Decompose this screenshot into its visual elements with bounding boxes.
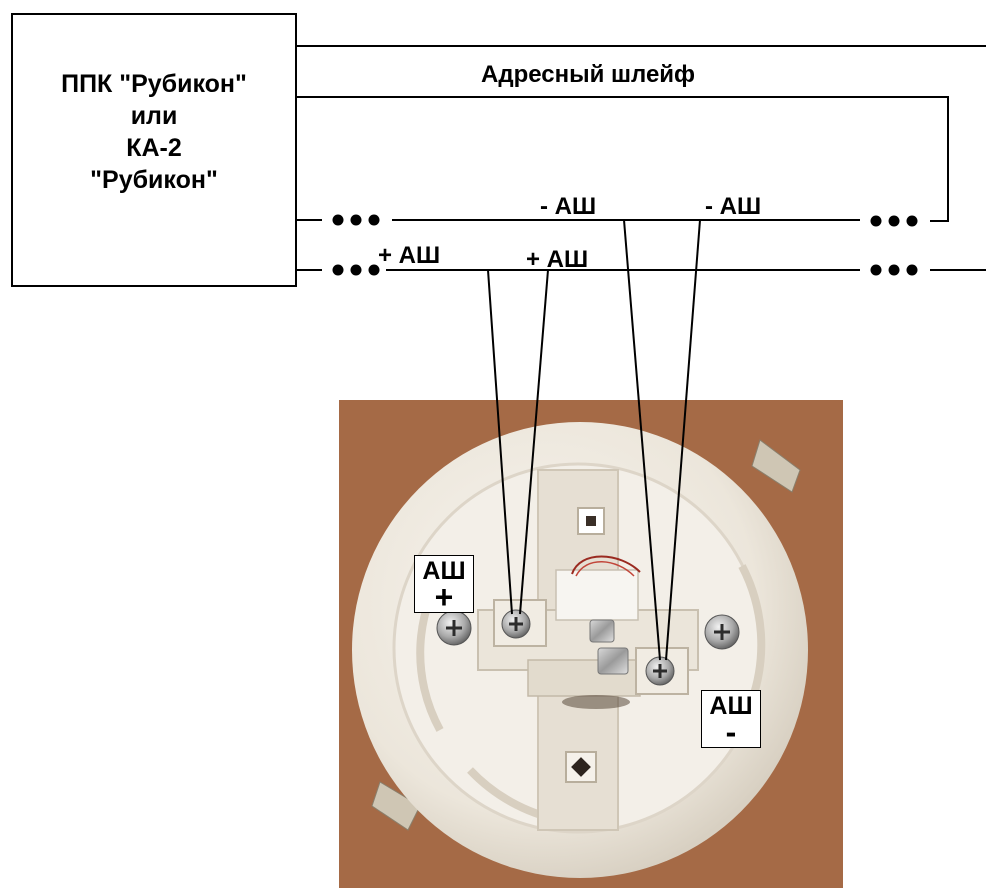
terminal-wires bbox=[386, 219, 701, 661]
terminal-tag-plus: АШ + bbox=[414, 555, 474, 613]
relay-component bbox=[555, 569, 639, 621]
wire-plus-1-to-terminal bbox=[386, 269, 513, 615]
dot bbox=[332, 214, 344, 226]
dot bbox=[368, 214, 380, 226]
device-box bbox=[11, 13, 297, 287]
center-shadow bbox=[562, 695, 630, 709]
terminal-tag-plus-sign: + bbox=[434, 579, 454, 615]
screw-icon bbox=[501, 609, 531, 639]
slot-bottom-hole bbox=[571, 757, 591, 777]
device-box-line: "Рубикон" bbox=[90, 166, 218, 194]
dot bbox=[888, 215, 900, 227]
dot bbox=[350, 214, 362, 226]
ridge bbox=[738, 564, 766, 702]
wire-plus-2-to-terminal bbox=[519, 269, 549, 615]
screw-icon bbox=[645, 656, 675, 686]
terminal-tag-minus-sign: - bbox=[725, 714, 737, 750]
continuation-dots bbox=[332, 214, 918, 276]
dot bbox=[870, 215, 882, 227]
screw-icon bbox=[704, 614, 740, 650]
contact-spring bbox=[589, 619, 615, 643]
device-box-label: ППК "Рубикон" или КА-2 "Рубикон" bbox=[12, 68, 296, 196]
screw-icon bbox=[436, 610, 472, 646]
dot bbox=[888, 264, 900, 276]
loop-label: Адресный шлейф bbox=[481, 61, 695, 88]
terminal-tag-plus-label: АШ bbox=[422, 557, 466, 585]
contact-spring bbox=[597, 647, 629, 675]
wire-label-minus-2: - АШ bbox=[705, 193, 761, 220]
dot bbox=[870, 264, 882, 276]
device-box-line: КА-2 bbox=[126, 134, 182, 162]
dot bbox=[906, 264, 918, 276]
slot-top-hole bbox=[586, 516, 596, 526]
terminal-tag-minus-label: АШ bbox=[709, 692, 753, 720]
dot bbox=[906, 215, 918, 227]
detector-base-photo bbox=[339, 400, 843, 888]
loop-wire-return bbox=[296, 96, 949, 222]
red-wire bbox=[571, 555, 641, 575]
mounting-clip bbox=[751, 439, 801, 493]
wire-label-plus-2: + АШ bbox=[526, 246, 588, 273]
wire-minus-2-to-terminal bbox=[665, 219, 701, 661]
loop-wires bbox=[296, 45, 986, 271]
device-box-line: ППК "Рубикон" bbox=[61, 70, 247, 98]
red-wire bbox=[575, 561, 635, 577]
dot bbox=[350, 264, 362, 276]
dot bbox=[368, 264, 380, 276]
wire-minus-1-to-terminal bbox=[623, 219, 661, 661]
dot bbox=[332, 264, 344, 276]
device-box-line: или bbox=[130, 102, 178, 130]
terminal-tag-minus: АШ - bbox=[701, 690, 761, 748]
wire-label-minus-1: - АШ bbox=[540, 193, 596, 220]
wire-label-plus-1: + АШ bbox=[378, 242, 440, 269]
